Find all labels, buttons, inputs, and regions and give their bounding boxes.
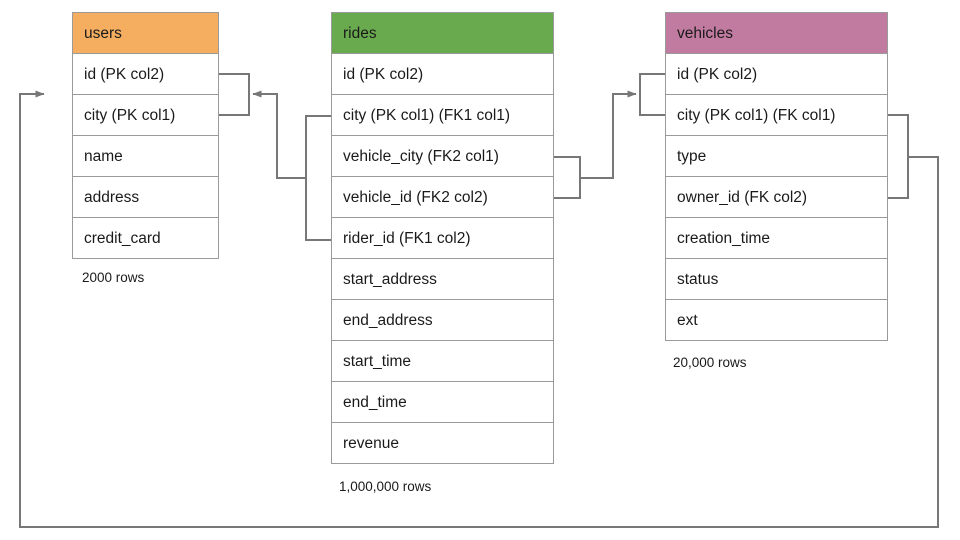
table-rides[interactable]: rides id (PK col2) city (PK col1) (FK1 c… (331, 12, 554, 464)
table-users-title: users (84, 25, 122, 42)
field-rides-revenue[interactable]: revenue (332, 423, 553, 464)
edge-rides-fk1-users (219, 73, 331, 241)
field-vehicles-status[interactable]: status (666, 259, 887, 300)
field-vehicles-ext[interactable]: ext (666, 300, 887, 341)
table-vehicles-header: vehicles (666, 13, 887, 54)
field-users-city[interactable]: city (PK col1) (73, 95, 218, 136)
field-rides-end-address[interactable]: end_address (332, 300, 553, 341)
table-users-header: users (73, 13, 218, 54)
field-rides-vehicle-city[interactable]: vehicle_city (FK2 col1) (332, 136, 553, 177)
field-rides-end-time[interactable]: end_time (332, 382, 553, 423)
edge-rides-fk2-vehicles (554, 73, 665, 199)
field-vehicles-type[interactable]: type (666, 136, 887, 177)
table-rides-header: rides (332, 13, 553, 54)
field-rides-rider-id[interactable]: rider_id (FK1 col2) (332, 218, 553, 259)
field-rides-start-time[interactable]: start_time (332, 341, 553, 382)
field-vehicles-id[interactable]: id (PK col2) (666, 54, 887, 95)
table-vehicles-title: vehicles (677, 25, 733, 42)
rowcount-users: 2000 rows (82, 270, 145, 285)
rowcount-vehicles: 20,000 rows (673, 355, 747, 370)
field-rides-id[interactable]: id (PK col2) (332, 54, 553, 95)
field-vehicles-city[interactable]: city (PK col1) (FK col1) (666, 95, 887, 136)
field-rides-city[interactable]: city (PK col1) (FK1 col1) (332, 95, 553, 136)
table-users[interactable]: users id (PK col2) city (PK col1) name a… (72, 12, 219, 259)
field-rides-vehicle-id[interactable]: vehicle_id (FK2 col2) (332, 177, 553, 218)
field-vehicles-creation-time[interactable]: creation_time (666, 218, 887, 259)
field-users-credit-card[interactable]: credit_card (73, 218, 218, 259)
table-vehicles[interactable]: vehicles id (PK col2) city (PK col1) (FK… (665, 12, 888, 341)
field-rides-start-address[interactable]: start_address (332, 259, 553, 300)
field-users-name[interactable]: name (73, 136, 218, 177)
field-users-address[interactable]: address (73, 177, 218, 218)
table-rides-title: rides (343, 25, 377, 42)
rowcount-rides: 1,000,000 rows (339, 479, 432, 494)
field-vehicles-owner-id[interactable]: owner_id (FK col2) (666, 177, 887, 218)
field-users-id[interactable]: id (PK col2) (73, 54, 218, 95)
